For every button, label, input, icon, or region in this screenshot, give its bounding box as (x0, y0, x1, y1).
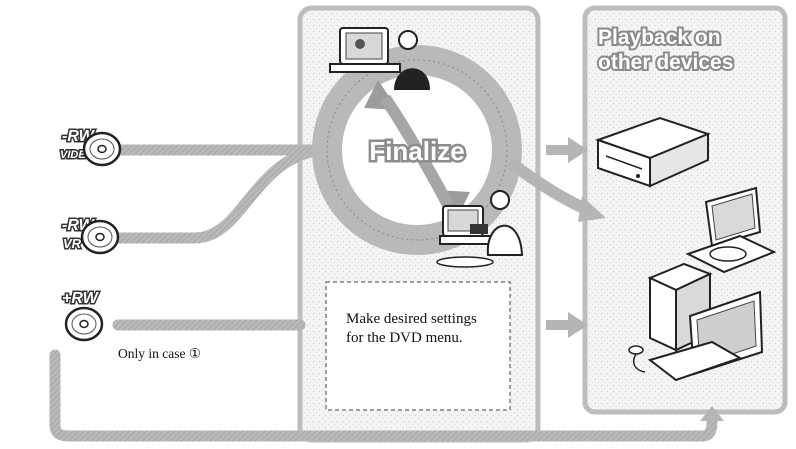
dvd-disc-icon (64, 306, 104, 342)
person-watching-tv-icon (329, 27, 430, 90)
disc-plus-rw: +RW (61, 289, 104, 342)
settings-note-box (325, 281, 511, 411)
settings-note-line2: for the DVD menu. (346, 330, 463, 346)
finalize-label: Finalize (369, 136, 464, 166)
computer-icon (628, 262, 764, 382)
dvd-disc-icon (82, 131, 122, 167)
to-playback-arrows (546, 137, 588, 338)
connector-lines (49, 144, 718, 442)
playback-title-line2: other devices (598, 51, 733, 74)
portable-dvd-player-icon (685, 186, 777, 274)
arrow-right-icon (568, 137, 588, 163)
disc-plus-rw-top-label: +RW (62, 290, 100, 307)
playback-title-line1: Playback on (598, 26, 721, 49)
playback-title: Playback on other devices (596, 24, 735, 76)
line-rw-vr (112, 144, 336, 244)
disc-rw-video: -RW VIDEO (59, 127, 122, 167)
dvd-disc-icon (80, 219, 120, 255)
disc-rw-vr: -RW VR (61, 216, 120, 255)
curved-arrowhead-icon (578, 196, 606, 222)
disc-rw-vr-sub-label: VR (63, 236, 82, 251)
dvd-player-icon (594, 116, 711, 188)
finalize-cycle: Finalize (312, 45, 522, 255)
line-plus-rw-bypass (49, 349, 718, 442)
bypass-arrowhead (700, 406, 724, 421)
person-using-camcorder-icon (436, 190, 524, 268)
settings-note-line1: Make desired settings (346, 311, 477, 327)
arrow-right-icon (568, 312, 588, 338)
only-in-case-note: Only in case ① (118, 346, 201, 361)
